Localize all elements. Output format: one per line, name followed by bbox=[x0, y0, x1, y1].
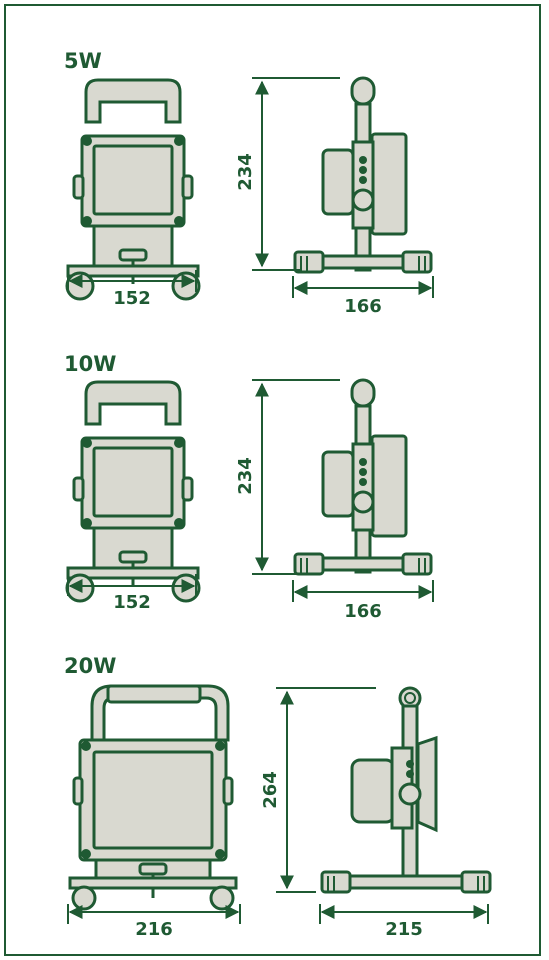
side-width-10w: 166 bbox=[344, 601, 382, 622]
height-5w: 234 bbox=[235, 153, 256, 191]
model-5w bbox=[65, 76, 434, 301]
model-title-5w: 5W bbox=[64, 49, 102, 73]
front-width-10w: 152 bbox=[113, 592, 151, 613]
model-title-10w: 10W bbox=[64, 352, 116, 376]
diagram-frame bbox=[4, 4, 541, 956]
model-title-20w: 20W bbox=[64, 654, 116, 678]
front-width-5w: 152 bbox=[113, 288, 151, 309]
model-10w bbox=[65, 378, 434, 603]
front-width-20w: 216 bbox=[135, 919, 173, 940]
side-width-20w: 215 bbox=[385, 919, 423, 940]
height-10w: 234 bbox=[235, 457, 256, 495]
model-20w bbox=[67, 684, 492, 924]
side-width-5w: 166 bbox=[344, 296, 382, 317]
height-20w: 264 bbox=[260, 771, 281, 809]
